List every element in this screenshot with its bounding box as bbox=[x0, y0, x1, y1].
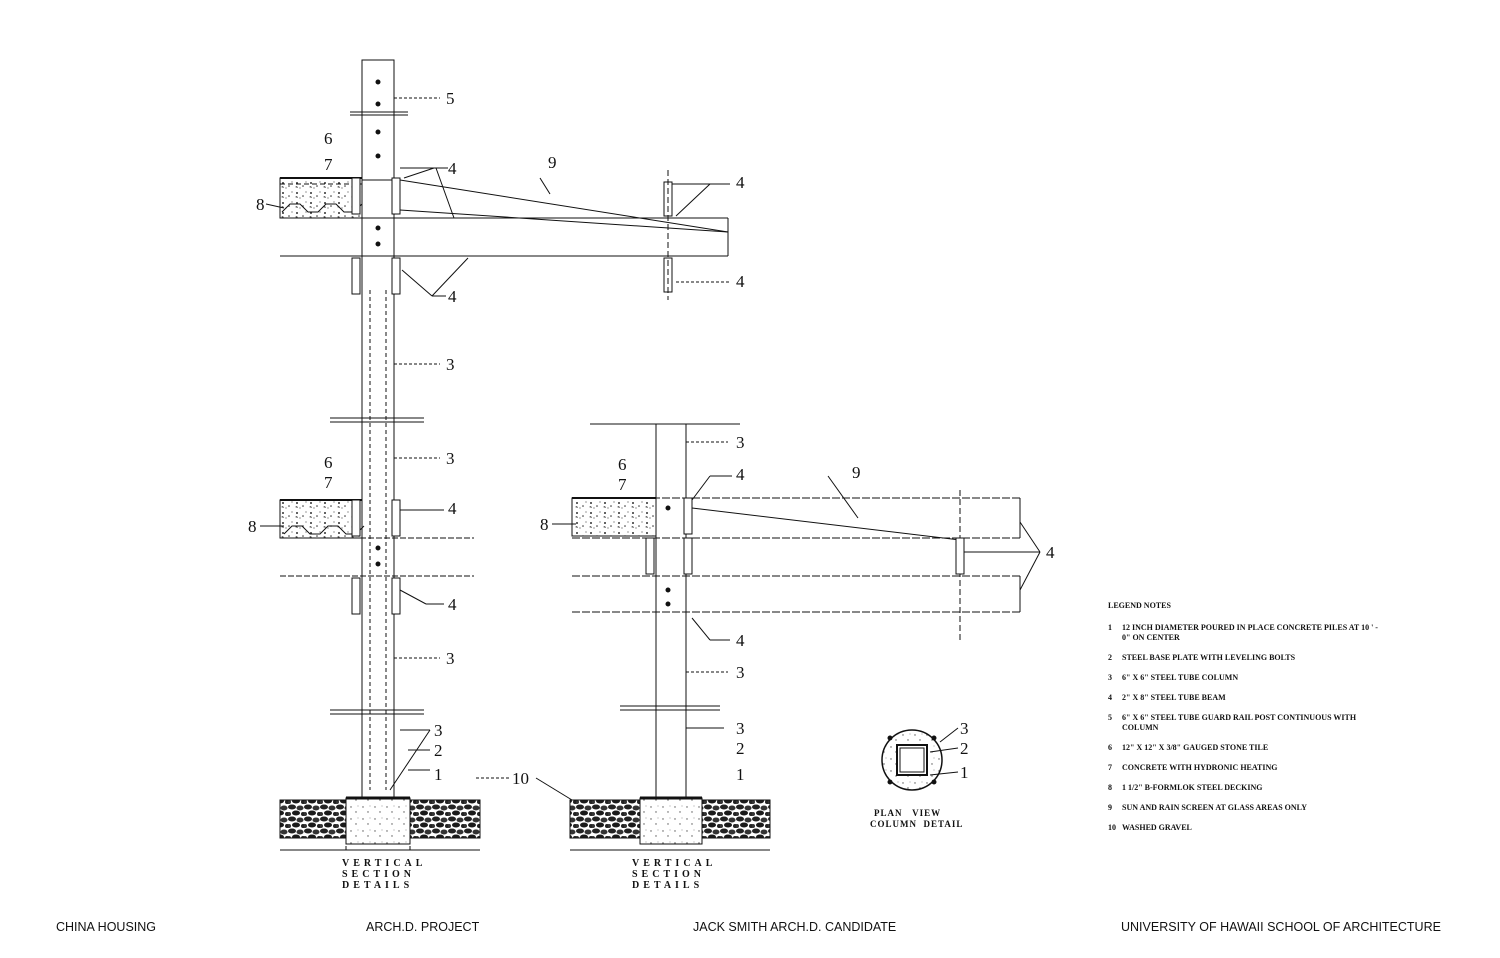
footer-project: CHINA HOUSING bbox=[56, 920, 157, 934]
legend-text: 1 1/2" B-FORMLOK STEEL DECKING bbox=[1122, 783, 1263, 792]
callout-4: 4 bbox=[448, 287, 457, 306]
legend-num: 3 bbox=[1108, 673, 1112, 682]
legend-text: 6" X 6" STEEL TUBE GUARD RAIL POST CONTI… bbox=[1122, 713, 1357, 732]
callout-3: 3 bbox=[960, 719, 969, 738]
callout-numbers: 5 6 7 8 9 4 4 4 4 3 3 6 7 4 8 4 3 3 2 1 … bbox=[248, 89, 1055, 788]
callout-7: 7 bbox=[618, 475, 627, 494]
callout-5: 5 bbox=[446, 89, 455, 108]
left-caption-line3: DETAILS bbox=[342, 880, 413, 891]
legend-num: 4 bbox=[1108, 693, 1112, 702]
callout-4: 4 bbox=[736, 173, 745, 192]
legend-item: 6 12" X 12" X 3/8" GAUGED STONE TILE bbox=[1108, 743, 1388, 753]
left-caption-line1: VERTICAL bbox=[342, 858, 426, 869]
legend-item: 7 CONCRETE WITH HYDRONIC HEATING bbox=[1108, 763, 1388, 773]
callout-7: 7 bbox=[324, 473, 333, 492]
legend-item: 2 STEEL BASE PLATE WITH LEVELING BOLTS bbox=[1108, 653, 1388, 663]
callout-8: 8 bbox=[248, 517, 257, 536]
legend-title: LEGEND NOTES bbox=[1108, 601, 1171, 610]
callout-6: 6 bbox=[618, 455, 627, 474]
callout-3: 3 bbox=[446, 449, 455, 468]
callout-6: 6 bbox=[324, 453, 333, 472]
callout-9-upper: 9 bbox=[548, 153, 557, 172]
legend-item: 3 6" X 6" STEEL TUBE COLUMN bbox=[1108, 673, 1388, 683]
callout-3: 3 bbox=[736, 719, 745, 738]
plan-caption-line2: COLUMN DETAIL bbox=[870, 819, 963, 829]
callout-9-lower: 9 bbox=[852, 463, 861, 482]
captions: VERTICAL SECTION DETAILS VERTICAL SECTIO… bbox=[342, 808, 963, 891]
legend-item: 8 1 1/2" B-FORMLOK STEEL DECKING bbox=[1108, 783, 1388, 793]
callout-8: 8 bbox=[256, 195, 265, 214]
legend-item: 4 2" X 8" STEEL TUBE BEAM bbox=[1108, 693, 1388, 703]
callout-4: 4 bbox=[736, 272, 745, 291]
footer-program: ARCH.D. PROJECT bbox=[366, 920, 480, 934]
legend-item: 10 WASHED GRAVEL bbox=[1108, 823, 1388, 833]
legend-text: 6" X 6" STEEL TUBE COLUMN bbox=[1122, 673, 1239, 682]
legend-text: WASHED GRAVEL bbox=[1122, 823, 1192, 832]
legend-item: 9 SUN AND RAIN SCREEN AT GLASS AREAS ONLY bbox=[1108, 803, 1388, 813]
callout-4: 4 bbox=[1046, 543, 1055, 562]
plan-caption-line1: PLAN VIEW bbox=[874, 808, 941, 818]
callout-2: 2 bbox=[960, 739, 969, 758]
callout-4: 4 bbox=[448, 499, 457, 518]
callout-4: 4 bbox=[736, 631, 745, 650]
callout-3: 3 bbox=[434, 721, 443, 740]
callout-1: 1 bbox=[434, 765, 443, 784]
callout-6: 6 bbox=[324, 129, 333, 148]
legend-text: CONCRETE WITH HYDRONIC HEATING bbox=[1122, 763, 1278, 772]
legend-num: 2 bbox=[1108, 653, 1112, 662]
callout-1: 1 bbox=[960, 763, 969, 782]
legend-text: 12 INCH DIAMETER POURED IN PLACE CONCRET… bbox=[1122, 623, 1378, 642]
callout-7: 7 bbox=[324, 155, 333, 174]
legend-num: 1 bbox=[1108, 623, 1112, 632]
callout-2: 2 bbox=[736, 739, 745, 758]
legend-text: 12" X 12" X 3/8" GAUGED STONE TILE bbox=[1122, 743, 1269, 752]
legend-num: 5 bbox=[1108, 713, 1112, 722]
callout-3: 3 bbox=[446, 355, 455, 374]
right-vertical-section bbox=[569, 423, 1021, 851]
left-vertical-section bbox=[279, 59, 729, 851]
callout-3: 3 bbox=[446, 649, 455, 668]
callout-10: 10 bbox=[512, 769, 529, 788]
right-caption-line3: DETAILS bbox=[632, 880, 703, 891]
legend-item: 1 12 INCH DIAMETER POURED IN PLACE CONCRE… bbox=[1108, 623, 1388, 643]
legend-num: 7 bbox=[1108, 763, 1112, 772]
callout-1: 1 bbox=[736, 765, 745, 784]
right-caption-line2: SECTION bbox=[632, 869, 705, 880]
callout-2: 2 bbox=[434, 741, 443, 760]
callout-3: 3 bbox=[736, 663, 745, 682]
footer-school: UNIVERSITY OF HAWAII SCHOOL OF ARCHITECT… bbox=[1121, 920, 1441, 934]
callout-3: 3 bbox=[736, 433, 745, 452]
callout-4: 4 bbox=[448, 159, 457, 178]
footer-candidate: JACK SMITH ARCH.D. CANDIDATE bbox=[693, 920, 897, 934]
legend-num: 9 bbox=[1108, 803, 1112, 812]
legend-text: 2" X 8" STEEL TUBE BEAM bbox=[1122, 693, 1226, 702]
right-caption-line1: VERTICAL bbox=[632, 858, 716, 869]
legend-item: 5 6" X 6" STEEL TUBE GUARD RAIL POST CONT… bbox=[1108, 713, 1388, 733]
left-caption-line2: SECTION bbox=[342, 869, 415, 880]
callout-4: 4 bbox=[448, 595, 457, 614]
plan-view-column-detail bbox=[881, 727, 959, 791]
legend-notes: LEGEND NOTES 1 12 INCH DIAMETER POURED IN… bbox=[1108, 601, 1388, 843]
legend-text: SUN AND RAIN SCREEN AT GLASS AREAS ONLY bbox=[1122, 803, 1308, 812]
legend-num: 8 bbox=[1108, 783, 1112, 792]
legend-num: 6 bbox=[1108, 743, 1112, 752]
callout-8: 8 bbox=[540, 515, 549, 534]
callout-4: 4 bbox=[736, 465, 745, 484]
leader-lines bbox=[260, 97, 1041, 801]
legend-num: 10 bbox=[1108, 823, 1116, 832]
legend-text: STEEL BASE PLATE WITH LEVELING BOLTS bbox=[1122, 653, 1296, 662]
